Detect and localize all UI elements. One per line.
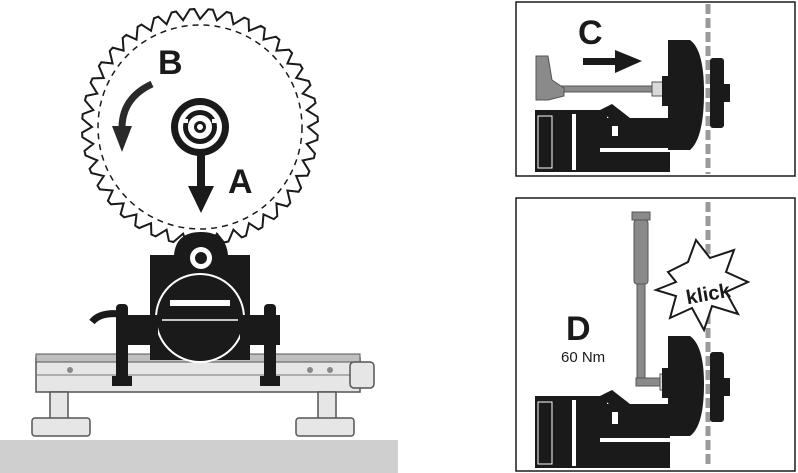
panel-c: C <box>515 1 796 177</box>
blade-inner-ring <box>97 24 303 230</box>
panel-d: klick D 60 Nm <box>515 197 796 472</box>
label-c: C <box>578 14 603 52</box>
panel-c-wrench <box>535 55 665 101</box>
blade-hub <box>171 98 229 156</box>
label-a: A <box>228 163 253 201</box>
saw-head <box>89 232 280 386</box>
rotation-arrow-b <box>112 80 154 152</box>
label-d: D <box>566 310 591 348</box>
floor <box>0 440 398 473</box>
saw-blade <box>81 8 319 246</box>
mount-arrow-a <box>188 152 214 213</box>
guide-rail <box>31 353 375 437</box>
panel-d-machine <box>535 336 730 468</box>
panel-c-machine <box>535 40 730 172</box>
label-b: B <box>158 44 183 82</box>
panel-c-push-arrow <box>583 50 642 73</box>
blade-teeth <box>81 8 319 246</box>
torque-label: 60 Nm <box>561 349 605 366</box>
klick-burst <box>652 237 751 333</box>
main-illustration: A B <box>0 8 398 473</box>
